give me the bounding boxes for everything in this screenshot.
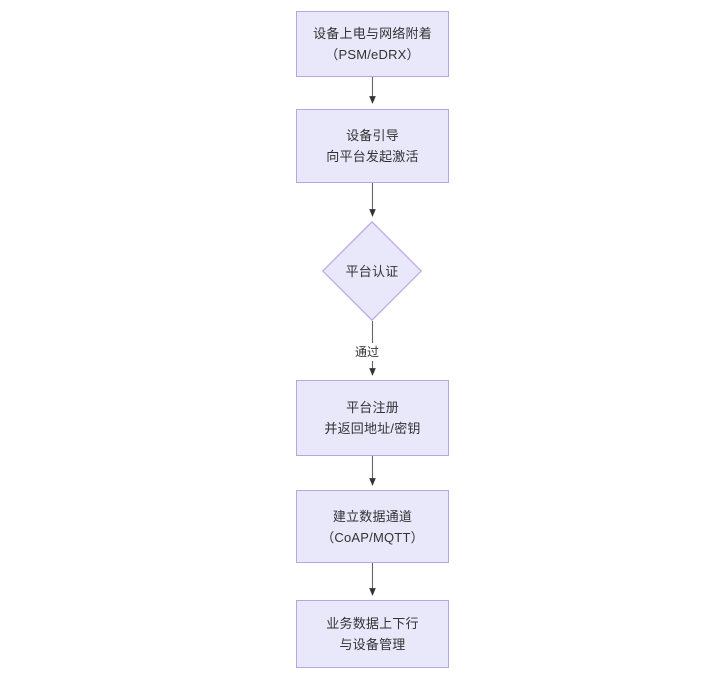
edge-label-pass: 通过 — [353, 343, 382, 361]
node-establish-data-channel[interactable]: 建立数据通道 （CoAP/MQTT） — [296, 490, 449, 563]
node-platform-register[interactable]: 平台注册 并返回地址/密钥 — [296, 380, 449, 456]
node-label: 建立数据通道 （CoAP/MQTT） — [321, 508, 424, 545]
node-label: 业务数据上下行 与设备管理 — [326, 616, 419, 652]
node-label: 平台注册 并返回地址/密钥 — [324, 400, 421, 436]
diamond-shape — [322, 221, 422, 321]
node-platform-auth-decision[interactable]: 平台认证 — [322, 221, 422, 321]
node-label: 平台认证 — [345, 263, 399, 279]
node-label: 设备上电与网络附着 （PSM/eDRX） — [313, 26, 432, 62]
node-business-data-and-device-management[interactable]: 业务数据上下行 与设备管理 — [296, 600, 449, 668]
node-label: 设备引导 向平台发起激活 — [326, 128, 419, 164]
node-device-bootstrap[interactable]: 设备引导 向平台发起激活 — [296, 109, 449, 183]
node-device-power-on[interactable]: 设备上电与网络附着 （PSM/eDRX） — [296, 11, 449, 77]
edge-label-text: 通过 — [355, 345, 380, 359]
